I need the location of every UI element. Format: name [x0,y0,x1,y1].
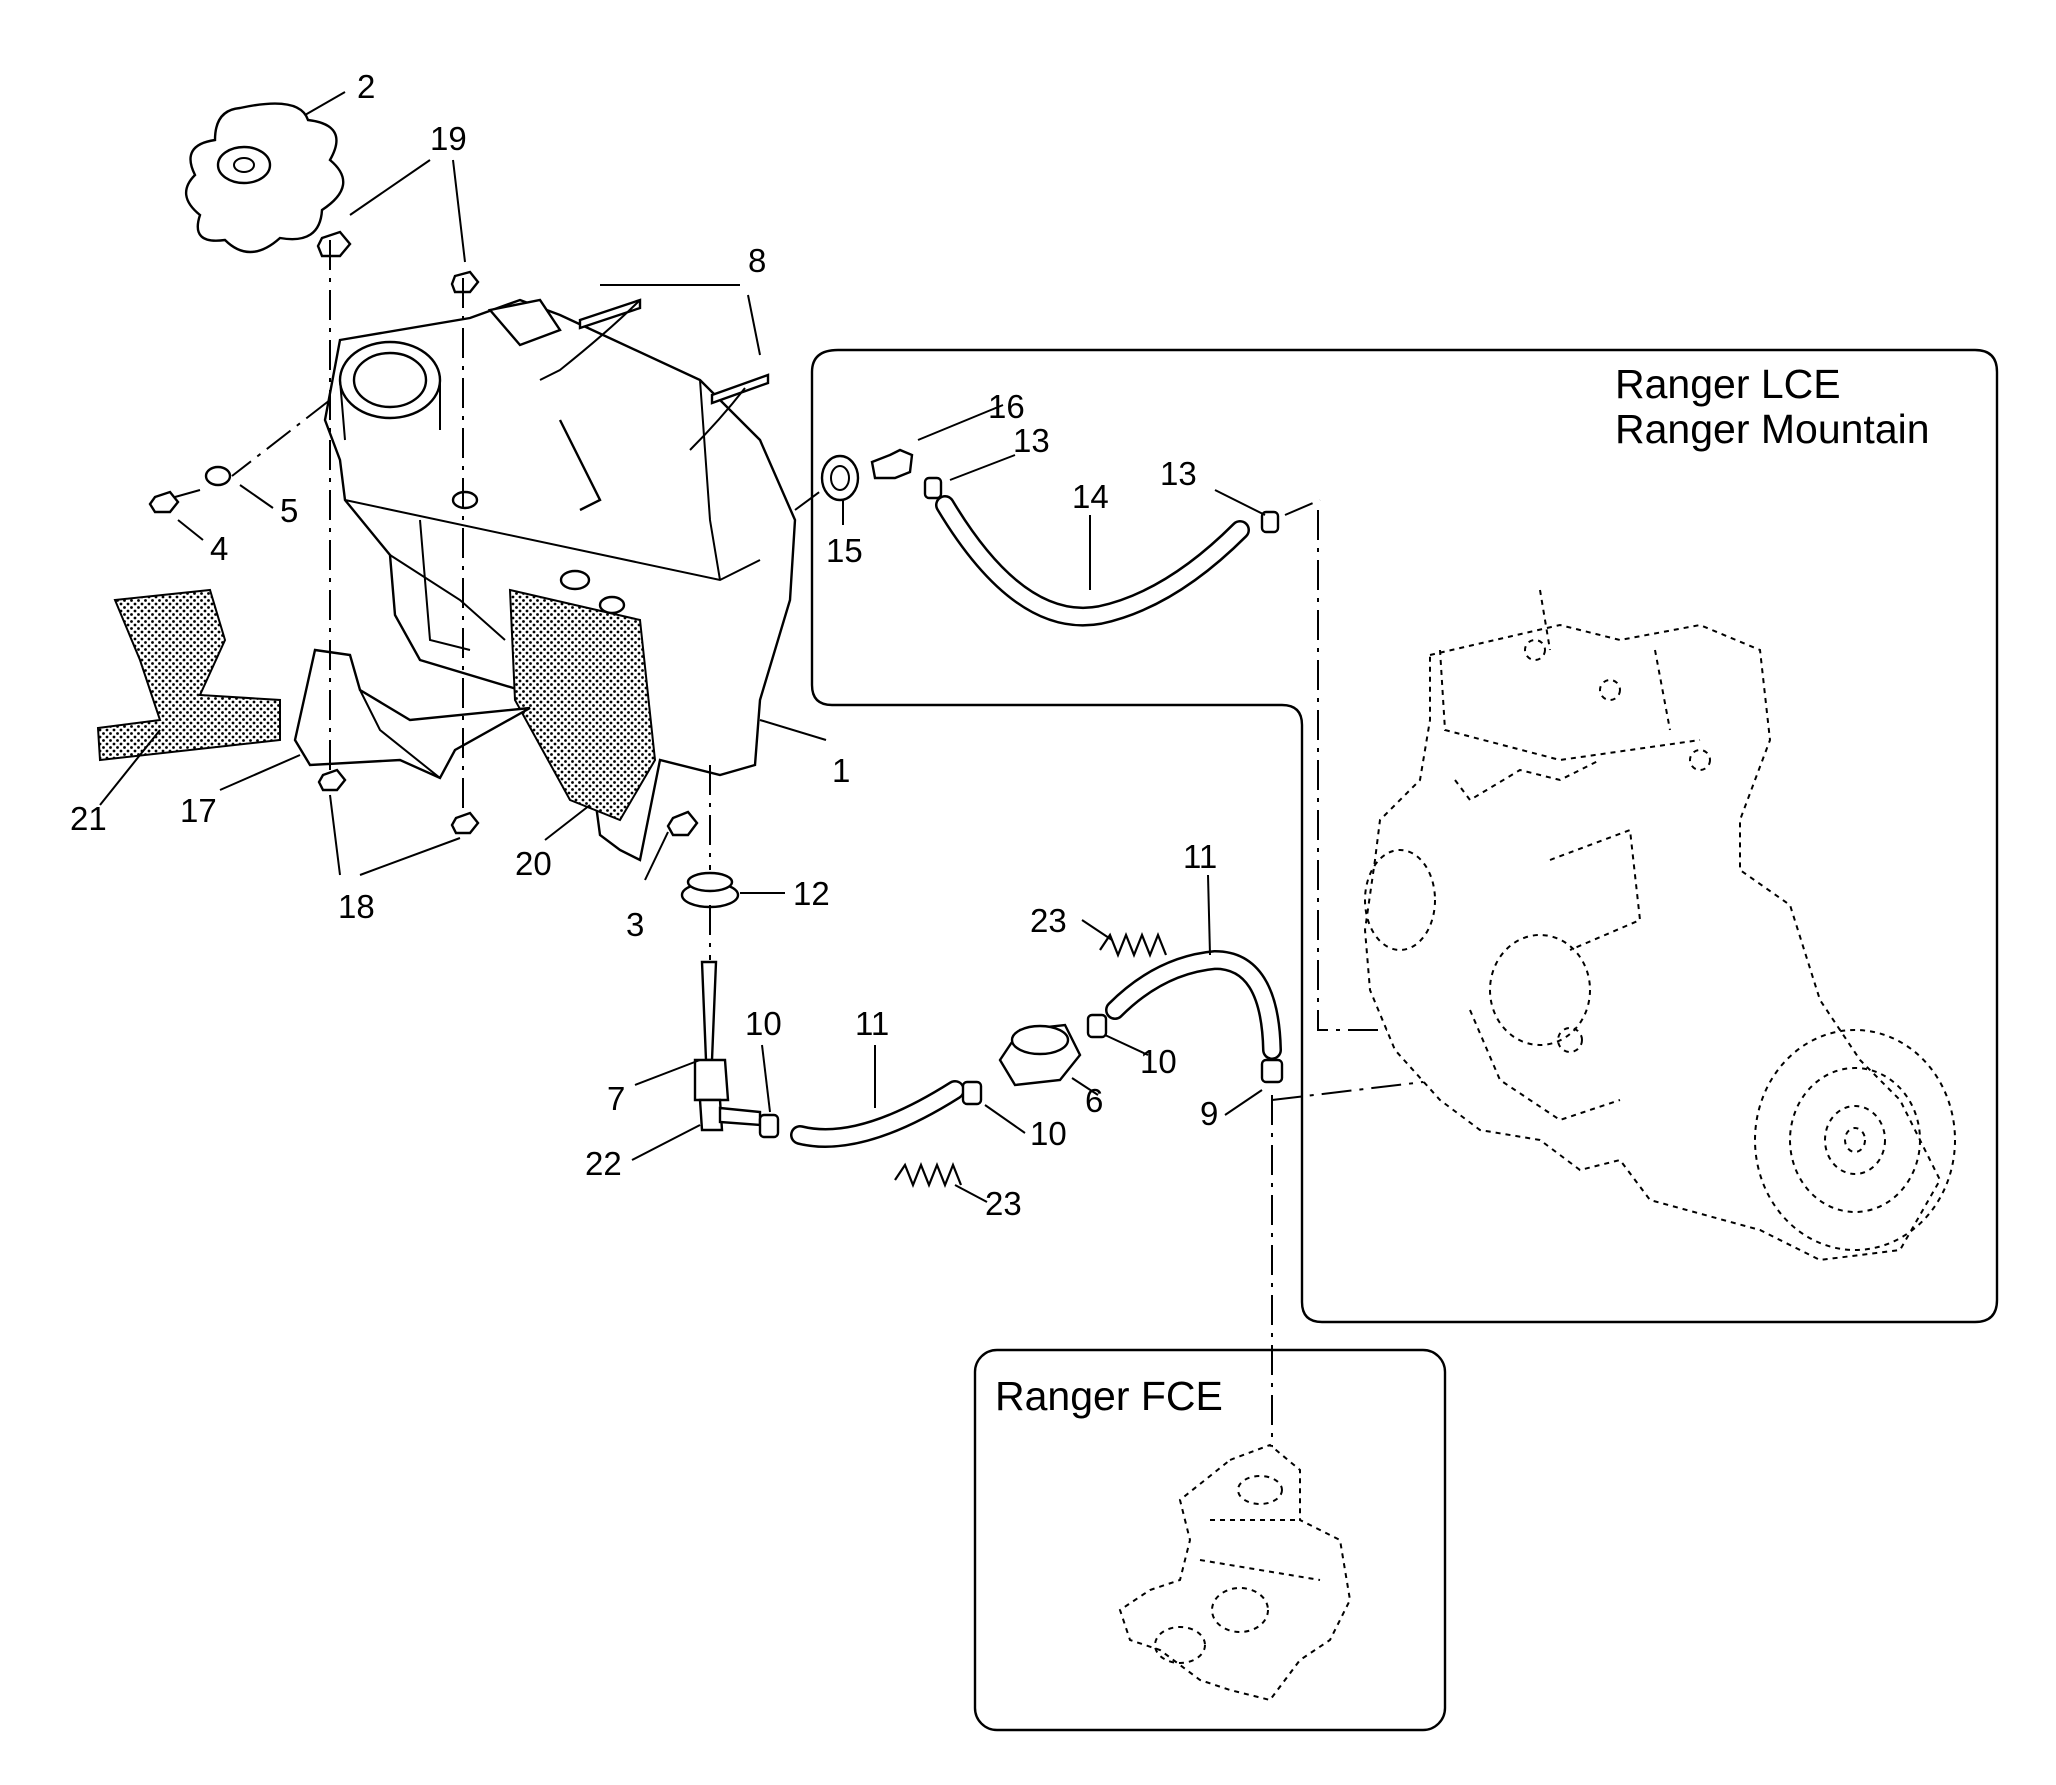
throttle-body-illustration [1118,1443,1352,1702]
callout-14: 14 [1072,478,1109,515]
callout-18: 18 [338,888,375,925]
nut-19-right [450,270,480,294]
lce-region-box [810,348,1999,1324]
bolt-4 [148,489,201,514]
clamp-9 [1260,1058,1284,1084]
callout-3: 3 [626,906,644,943]
callout-2: 2 [357,68,375,105]
hose-14 [935,495,1250,627]
pad-21 [96,588,281,762]
callout-21: 21 [70,800,107,837]
callout-9: 9 [1200,1095,1218,1132]
nut-19-left [316,230,352,258]
clamp-13-right [1260,510,1280,534]
fuel-tank [323,298,797,862]
callout-7: 7 [607,1080,625,1117]
callout-1: 1 [832,752,850,789]
callout-22: 22 [585,1145,622,1182]
callout-6: 6 [1085,1082,1103,1119]
nut-3 [666,810,699,837]
grommet-12 [680,871,740,909]
fuel-pickup-7 [693,960,730,1102]
clamp-10-left [758,1113,780,1139]
fce-box-title: Ranger FCE [995,1373,1223,1419]
washer-5 [204,465,232,487]
callout-23-upper: 23 [1030,902,1067,939]
callout-4: 4 [210,530,228,567]
callout-20: 20 [515,845,552,882]
engine-illustration [1363,589,1956,1262]
hose-11-lower [790,1080,965,1148]
callout-11-lower: 11 [855,1005,889,1042]
bolt-18-right [450,811,480,835]
callout-19: 19 [430,120,467,157]
decal-lower [710,373,770,405]
decal-upper [578,298,642,330]
spring-23-lower [894,1162,963,1188]
lce-box-title-line2: Ranger Mountain [1615,406,1930,452]
callout-15: 15 [826,532,863,569]
fuel-filter-6 [998,1023,1082,1087]
callout-5: 5 [280,492,298,529]
callout-11-upper: 11 [1183,838,1217,875]
callout-13-left: 13 [1013,422,1050,459]
callout-13-right: 13 [1160,455,1197,492]
callout-12: 12 [793,875,830,912]
fuel-cap [185,102,345,254]
clamp-13-left [923,476,943,500]
callout-8: 8 [748,242,766,279]
clamp-10-right [1086,1013,1108,1039]
callout-10-mid: 10 [1030,1115,1067,1152]
lce-box-title-line1: Ranger LCE [1615,361,1841,407]
hose-11-upper [1105,949,1282,1060]
elbow-16 [870,448,914,480]
callout-17: 17 [180,792,217,829]
fuel-tee-22 [698,1098,762,1132]
callout-16: 16 [988,388,1025,425]
grommet-15 [820,454,860,502]
fce-region-box [973,1348,1447,1732]
bolt-18-left [317,768,347,792]
clamp-10-mid [961,1080,983,1106]
bracket-17 [293,648,531,780]
heat-shield [508,588,657,822]
callout-23-lower: 23 [985,1185,1022,1222]
callout-10-right: 10 [1140,1043,1177,1080]
spring-23-upper [1099,932,1168,958]
callout-10-left: 10 [745,1005,782,1042]
